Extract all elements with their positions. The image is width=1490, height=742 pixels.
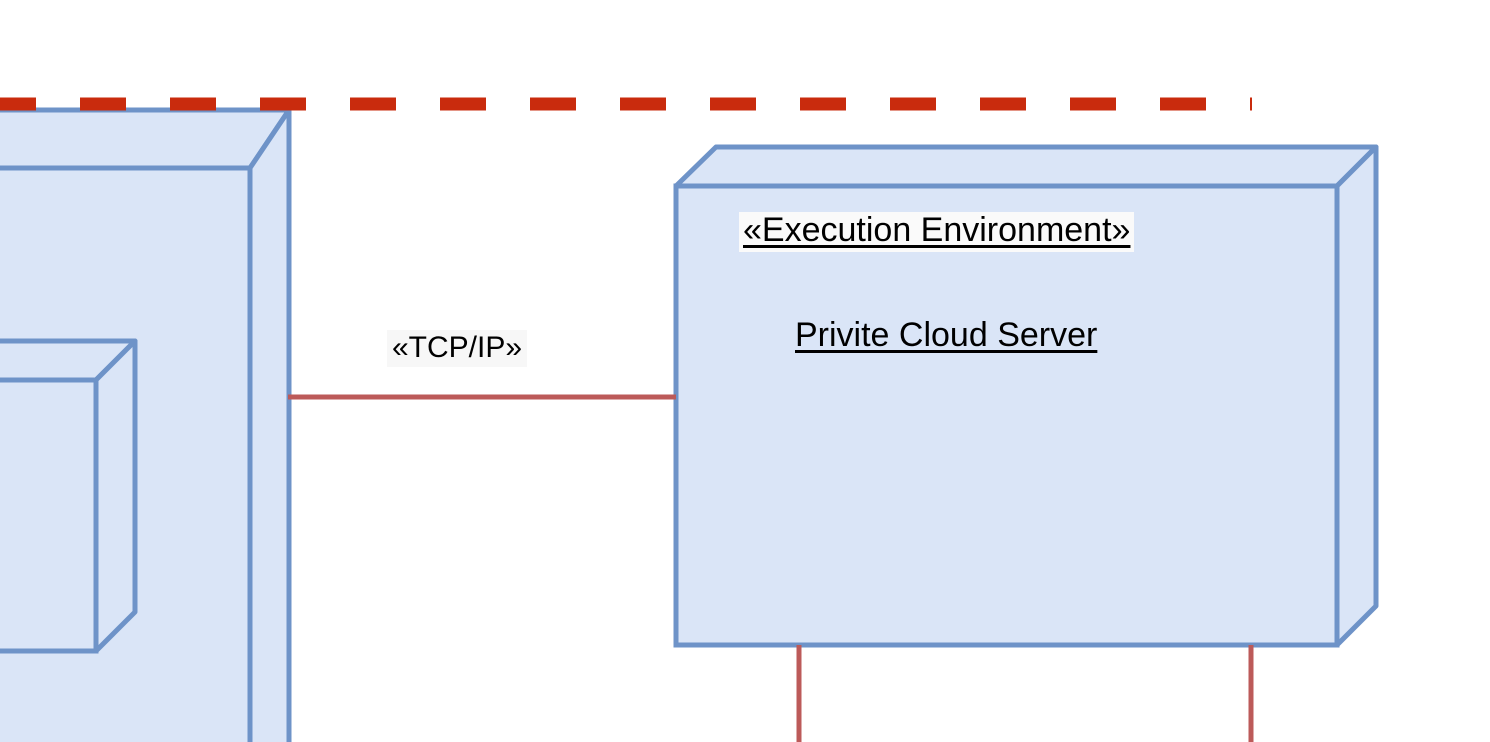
node-private-cloud-server-top-face [673,144,1379,189]
node-left-inner-front-face [0,377,99,654]
node-private-cloud-server-right-face [1334,144,1379,648]
node-left-right-face [247,107,292,742]
node-private-cloud-server[interactable] [673,144,1379,648]
node-private-cloud-server-front-face [673,183,1340,648]
node-left-inner-right-face [93,338,138,654]
node-left-top-face [0,107,292,171]
node-left-inner[interactable] [0,338,138,654]
